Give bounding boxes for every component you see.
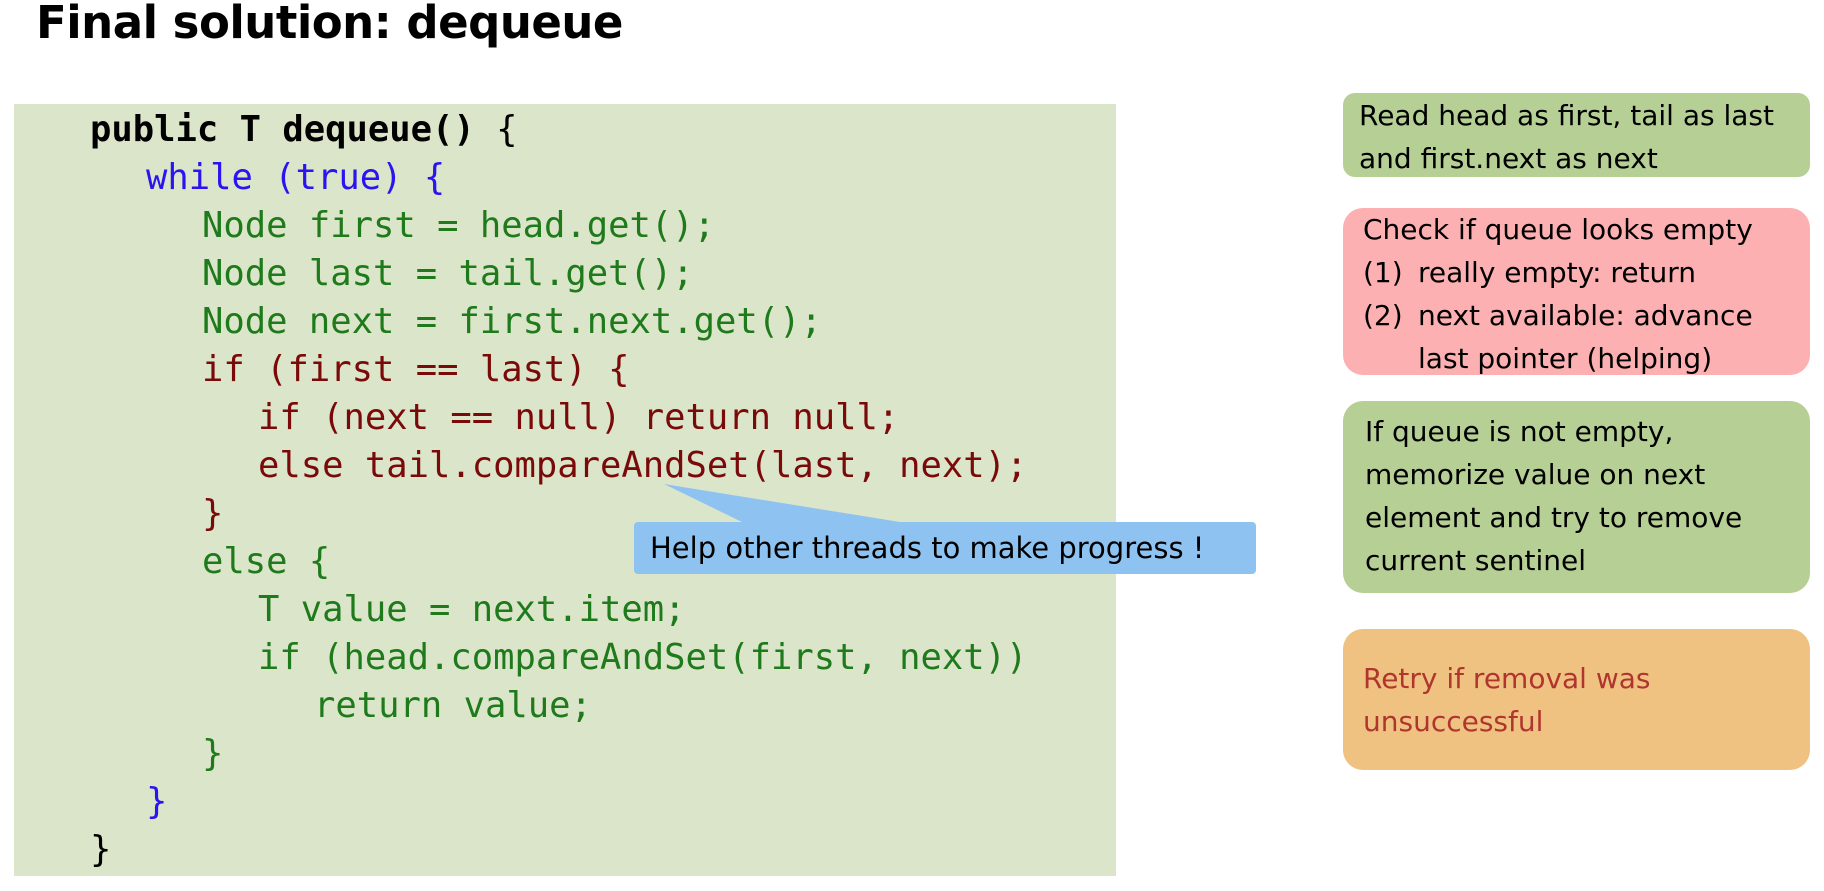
list-text: really empty: return xyxy=(1418,256,1697,289)
code-line-16: } xyxy=(90,829,112,870)
note-remove-sentinel: If queue is not empty, memorize value on… xyxy=(1343,401,1810,593)
note-retry: Retry if removal was unsuccessful xyxy=(1343,629,1810,770)
code-line-2: while (true) { xyxy=(146,157,446,198)
list-number xyxy=(1363,337,1418,380)
method-signature: public T dequeue() xyxy=(90,109,475,150)
code-line-1: public T dequeue() { xyxy=(90,106,517,154)
code-line-7: if (next == null) return null; xyxy=(258,397,900,438)
code-line-8: else tail.compareAndSet(last, next); xyxy=(258,445,1028,486)
code-line-3: Node first = head.get(); xyxy=(202,205,715,246)
slide-title: Final solution: dequeue xyxy=(36,0,623,49)
code-line-5: Node next = first.next.get(); xyxy=(202,301,822,342)
note-text: unsuccessful xyxy=(1363,705,1544,738)
code-line-9: } xyxy=(202,493,224,534)
code-line-15: } xyxy=(146,781,168,822)
note-text: Read head as first, tail as last xyxy=(1359,99,1774,132)
list-item: (1) really empty: return xyxy=(1363,251,1810,294)
code-line-4: Node last = tail.get(); xyxy=(202,253,694,294)
note-check-empty: Check if queue looks empty (1) really em… xyxy=(1343,208,1810,375)
open-brace: { xyxy=(474,109,518,150)
note-text: Retry if removal was xyxy=(1363,662,1651,695)
callout-box xyxy=(634,522,1256,574)
list-text: last pointer (helping) xyxy=(1418,342,1713,375)
code-line-12: if (head.compareAndSet(first, next)) xyxy=(258,637,1028,678)
note-read-pointers: Read head as first, tail as last and fir… xyxy=(1343,93,1810,177)
callout-text: Help other threads to make progress ! xyxy=(650,531,1205,565)
note-text: memorize value on next xyxy=(1365,458,1706,491)
code-block xyxy=(14,104,1116,876)
list-number: (2) xyxy=(1363,299,1403,332)
note-text: Check if queue looks empty xyxy=(1363,213,1753,246)
code-line-10: else { xyxy=(202,541,331,582)
note-text: and first.next as next xyxy=(1359,142,1658,175)
note-text: If queue is not empty, xyxy=(1365,415,1674,448)
code-line-14: } xyxy=(202,733,224,774)
note-text: element and try to remove xyxy=(1365,501,1743,534)
list-text: next available: advance xyxy=(1418,299,1753,332)
list-number: (1) xyxy=(1363,256,1403,289)
note-text: current sentinel xyxy=(1365,544,1586,577)
code-line-13: return value; xyxy=(314,685,592,726)
code-line-11: T value = next.item; xyxy=(258,589,686,630)
code-line-6: if (first == last) { xyxy=(202,349,630,390)
list-item: (2) next available: advance xyxy=(1363,294,1810,337)
list-item: last pointer (helping) xyxy=(1363,337,1810,380)
